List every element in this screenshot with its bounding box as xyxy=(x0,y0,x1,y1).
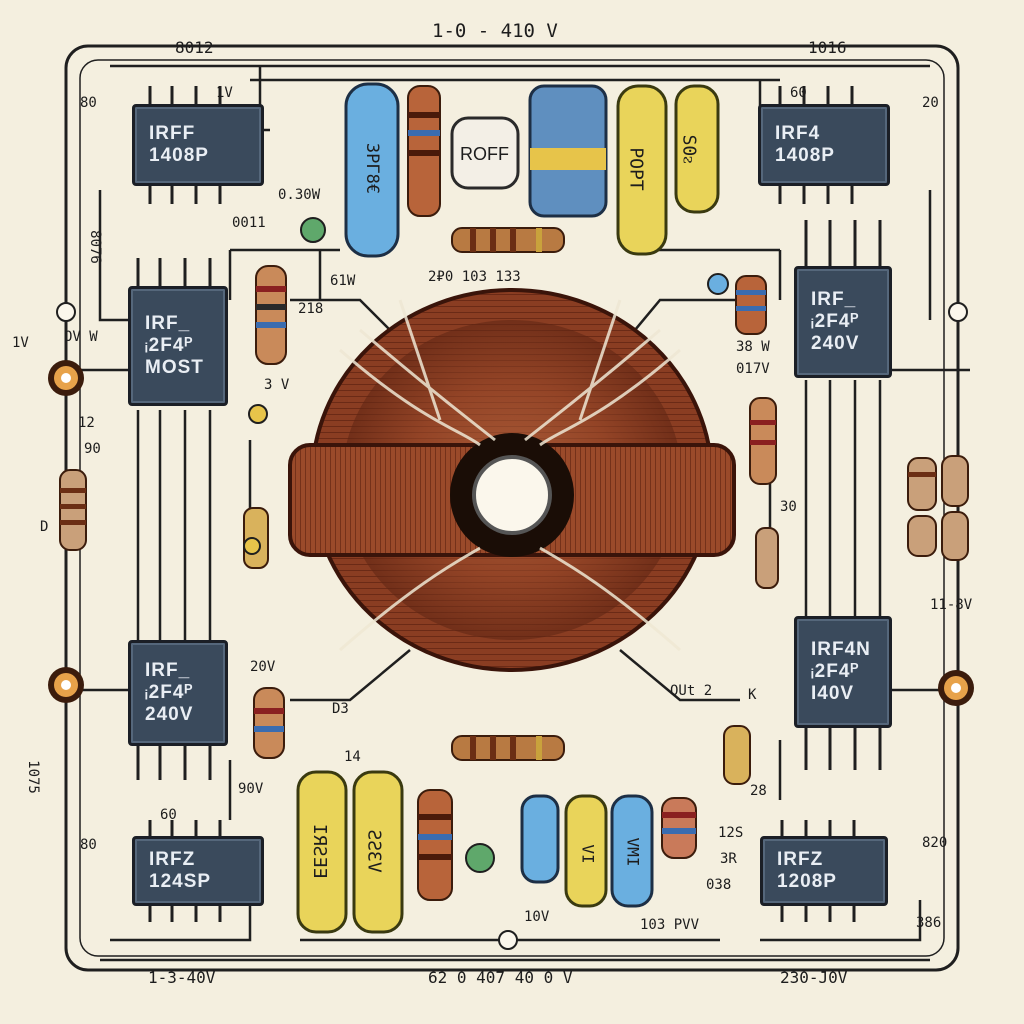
label-top-center: 1-0 - 410 V xyxy=(432,20,558,42)
capacitor-label-bottom-3: VI xyxy=(578,844,598,864)
chip-top-left-line1: IRFF xyxy=(149,123,196,145)
chip-bottom-right: IRFZ 1208P xyxy=(760,836,888,906)
chip-top-right-line2: 1408P xyxy=(775,145,835,166)
capacitor-label-blue: 3PΓ8€ xyxy=(362,142,383,195)
label-left-1075: 1075 xyxy=(24,760,41,794)
label-left-90: 90 xyxy=(84,441,101,457)
label-left-1v: 1V xyxy=(12,335,29,351)
chip-mid-left: IRF_ ᵢ2F4ᴾ MOST xyxy=(128,286,228,406)
label-low-28: 28 xyxy=(750,783,767,799)
label-right-3r: 3R xyxy=(720,851,737,867)
chip-low-right: IRF4N ᵢ2F4ᴾ I40V xyxy=(794,616,892,728)
label-right-30: 30 xyxy=(780,499,797,515)
label-bottom-820: 820 xyxy=(922,835,948,851)
label-bottom-386: 386 xyxy=(916,915,942,931)
chip-low-left: IRF_ ᵢ2F4ᴾ 240V xyxy=(128,640,228,746)
label-low-14: 14 xyxy=(344,749,361,765)
chip-bottom-left-line2: 124SP xyxy=(149,871,212,892)
chip-mid-right-line3: 240V xyxy=(811,332,860,354)
label-right-12s: 12S xyxy=(718,825,744,841)
label-right-017v: 017V xyxy=(736,361,770,377)
label-tr-60: 60 xyxy=(790,85,807,101)
label-bottom-left: 1-3-40V xyxy=(148,968,216,987)
chip-low-right-line1: IRF4N xyxy=(811,639,871,661)
label-bottom-80: 80 xyxy=(80,837,97,853)
label-right-38w: 38 W xyxy=(736,339,770,355)
chip-top-left: IRFF 1408P xyxy=(132,104,264,186)
chip-mid-right-line1: IRF_ xyxy=(811,289,857,311)
label-mid-3: 218 xyxy=(298,301,324,317)
label-tr-20: 20 xyxy=(922,95,939,111)
label-tl-1v: 1V xyxy=(216,85,233,101)
chip-low-right-line2: ᵢ2F4ᴾ xyxy=(811,661,860,683)
label-low-20v: 20V xyxy=(250,659,276,675)
label-top-left: 8012 xyxy=(175,38,214,57)
capacitor-label-bottom-4: VMI xyxy=(623,837,643,867)
chip-top-right: IRF4 1408P xyxy=(758,104,890,186)
chip-low-left-line3: 240V xyxy=(145,703,194,725)
label-bottom-center: 62 0 407 40 0 V xyxy=(428,968,573,987)
resistors-vertical xyxy=(59,85,969,901)
label-mid-1: 2₽0 103 133 xyxy=(428,269,521,285)
label-left-ov: OV W xyxy=(64,329,98,345)
resistors-horizontal xyxy=(451,227,565,761)
label-mid-5: 0.30W xyxy=(278,187,321,203)
label-left-8076: 8076 xyxy=(86,230,103,264)
label-bottom-right: 230-J0V xyxy=(780,968,848,987)
capacitor-label-bottom-2: ƧƧƐV xyxy=(363,829,385,873)
label-right-038: 038 xyxy=(706,877,732,893)
chip-bottom-left-line1: IRFZ xyxy=(149,849,196,871)
label-low-d3: D3 xyxy=(332,701,349,717)
terminals xyxy=(48,302,974,950)
label-mid-6: 3 V xyxy=(264,377,290,393)
label-bottom-60: 60 xyxy=(160,807,177,823)
chip-bottom-left: IRFZ 124SP xyxy=(132,836,264,906)
capacitor-bodies xyxy=(243,82,729,934)
chip-low-left-line1: IRF_ xyxy=(145,660,191,682)
chip-mid-left-line3: MOST xyxy=(145,356,204,378)
label-low-k: K xyxy=(748,687,757,703)
label-mid-2: 61W xyxy=(330,273,356,289)
label-low-10v: 10V xyxy=(524,909,550,925)
label-right-103: 103 PVV xyxy=(640,917,700,933)
chip-top-left-line2: 1408P xyxy=(149,145,209,166)
chip-mid-right-line2: ᵢ2F4ᴾ xyxy=(811,311,860,333)
chip-bottom-right-line2: 1208P xyxy=(777,871,837,892)
chip-low-left-line2: ᵢ2F4ᴾ xyxy=(145,682,194,704)
label-top-right: 1016 xyxy=(808,38,847,57)
roff-component-label: ROFF xyxy=(460,144,509,164)
label-right-18v: 11-8V xyxy=(930,597,973,613)
chip-low-right-line3: I40V xyxy=(811,682,855,704)
label-left-d: D xyxy=(40,519,49,535)
chip-mid-right: IRF_ ᵢ2F4ᴾ 240V xyxy=(794,266,892,378)
label-tl-80: 80 xyxy=(80,95,97,111)
capacitor-label-yellow-2: S0ᴤ xyxy=(678,134,700,164)
label-low-out: OUt 2 xyxy=(670,683,713,699)
capacitor-label-yellow-1: POPT xyxy=(625,147,647,191)
label-low-90v: 90V xyxy=(238,781,264,797)
chip-mid-left-line1: IRF_ xyxy=(145,313,191,335)
chip-mid-left-line2: ᵢ2F4ᴾ xyxy=(145,335,194,357)
label-mid-4: 0011 xyxy=(232,215,266,231)
chip-top-right-line1: IRF4 xyxy=(775,123,821,145)
toroid-transformer xyxy=(288,288,736,672)
label-left-12: 12 xyxy=(78,415,95,431)
capacitor-label-bottom-1: IЯƧƎƎ xyxy=(309,823,331,879)
chip-bottom-right-line1: IRFZ xyxy=(777,849,824,871)
